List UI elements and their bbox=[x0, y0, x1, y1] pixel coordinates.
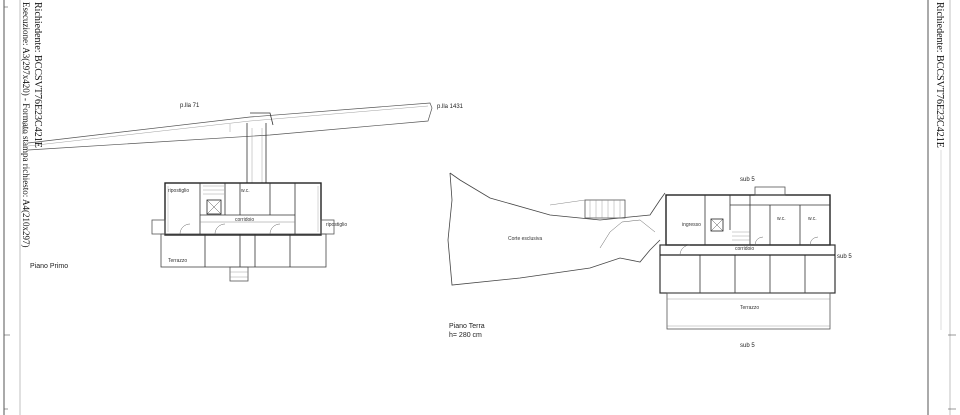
margin-mark: 2 vers bbox=[20, 122, 25, 135]
sub-label-bottom: sub 5 bbox=[740, 343, 755, 349]
room-label: ripostiglio bbox=[168, 188, 190, 194]
corte-label: Corte esclusiva bbox=[508, 236, 543, 242]
room-label: w.c. bbox=[808, 216, 817, 222]
room-label: Terrazzo bbox=[168, 258, 188, 264]
room-label: ripostiglio bbox=[326, 222, 348, 228]
parcel-71-label: p.lla 71 bbox=[180, 103, 200, 109]
ground-floor-title: Piano Terra bbox=[449, 323, 485, 330]
sub-label-top: sub 5 bbox=[740, 177, 755, 183]
first-floor-plan bbox=[27, 102, 433, 282]
room-label: ingresso bbox=[682, 222, 701, 228]
room-label: w.c. bbox=[241, 188, 250, 194]
room-label: corridoio bbox=[735, 246, 755, 252]
first-floor-title: Piano Primo bbox=[30, 263, 69, 270]
room-label: Terrazzo bbox=[740, 305, 760, 311]
ground-floor-height: h= 280 cm bbox=[449, 332, 482, 339]
room-label: w.c. bbox=[777, 216, 786, 222]
room-label: corridoio bbox=[235, 217, 255, 223]
sub-label-right: sub 5 bbox=[837, 254, 852, 260]
ground-floor-plan bbox=[447, 172, 836, 330]
requester-stamp-left: Richiedente: BCCSVT76E23C421E bbox=[32, 2, 43, 148]
parcel-1431-label: p.lla 1431 bbox=[437, 104, 464, 110]
requester-stamp-right: Richiedente: BCCSVT76E23C421E bbox=[934, 2, 945, 148]
